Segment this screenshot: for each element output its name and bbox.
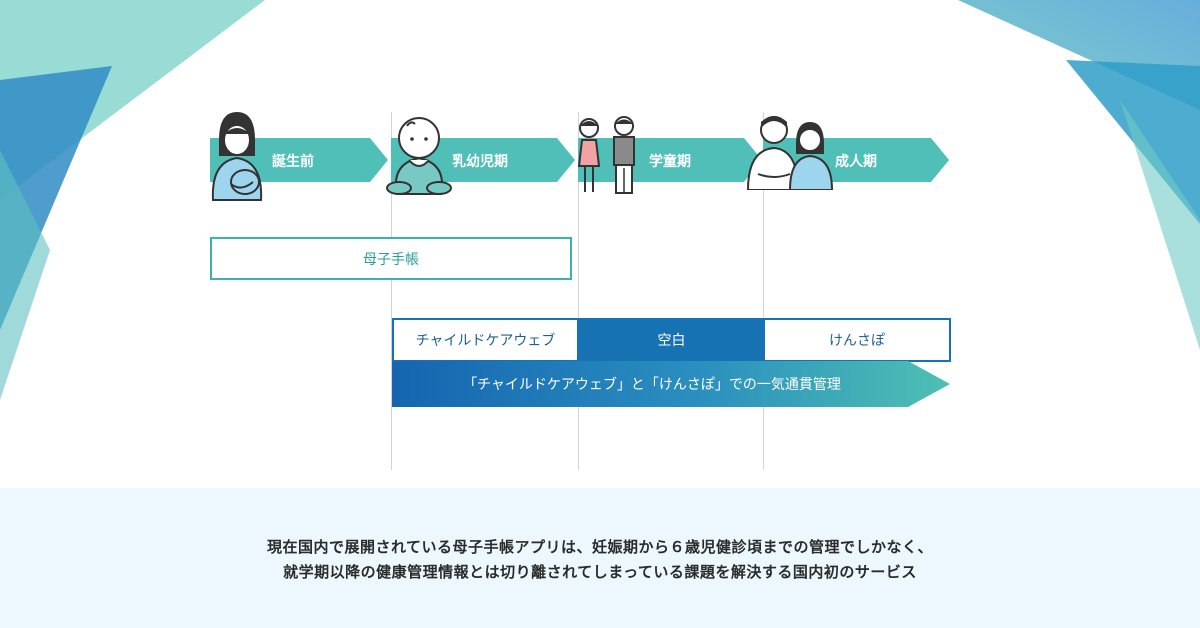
- boshi-techo-label: 母子手帳: [363, 251, 419, 268]
- divider-line: [763, 112, 764, 470]
- stage-label-adult: 成人期: [835, 154, 877, 170]
- stage-label-infant: 乳幼児期: [452, 154, 508, 170]
- description-line-1: 現在国内で展開されている母子手帳アプリは、妊娠期から６歳児健診頃までの管理でしか…: [266, 538, 934, 556]
- school-children-illustration: [577, 116, 635, 194]
- integration-arrow-label: 「チャイルドケアウェブ」と「けんさぽ」での一気通貫管理: [463, 377, 841, 393]
- stage-label-school: 学童期: [649, 154, 691, 170]
- service-label-blank: 空白: [657, 333, 686, 349]
- service-label-kensapo: けんさぽ: [829, 333, 885, 349]
- boshi-techo-box: 母子手帳: [210, 237, 572, 280]
- stage-label-prenatal: 誕生前: [272, 154, 314, 170]
- service-box-childcareweb: チャイルドケアウェブ: [392, 318, 579, 362]
- service-box-blank: 空白: [578, 318, 765, 362]
- divider-line: [578, 112, 579, 470]
- service-label-childcareweb: チャイルドケアウェブ: [415, 333, 556, 349]
- description-line-2: 就学期以降の健康管理情報とは切り離されてしまっている課題を解決する国内初のサービ…: [283, 563, 917, 581]
- baby-illustration: [386, 117, 452, 195]
- divider-line: [391, 112, 392, 470]
- service-box-kensapo: けんさぽ: [763, 318, 951, 362]
- pregnant-woman-illustration: [211, 112, 263, 201]
- integration-arrow: [392, 361, 950, 407]
- description-band: [0, 488, 1200, 628]
- adult-couple-illustration: [746, 116, 834, 190]
